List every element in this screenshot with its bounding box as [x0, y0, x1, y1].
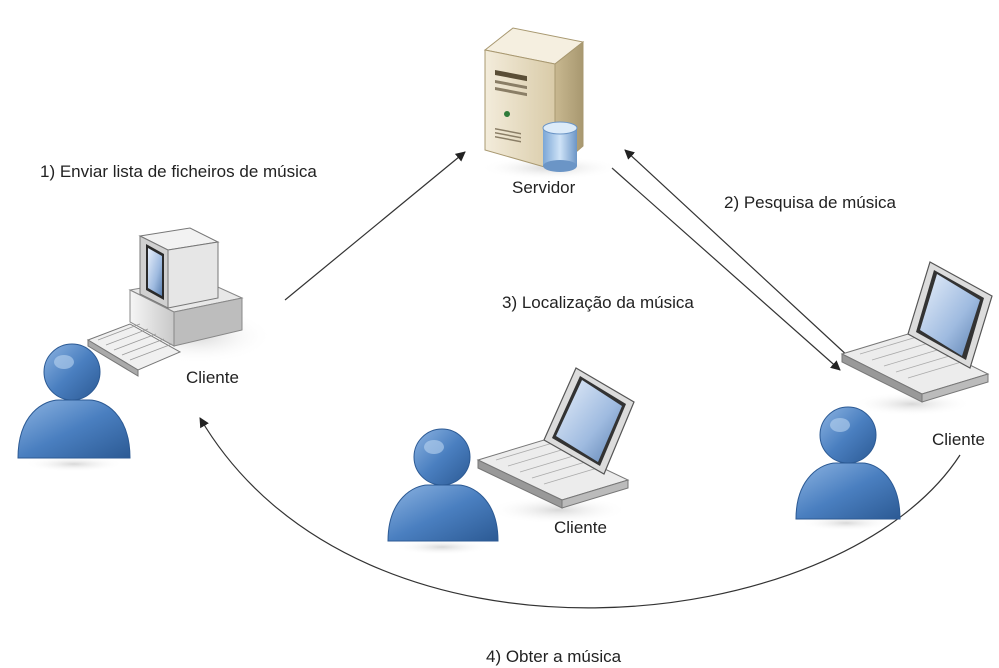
arrow-location — [624, 149, 851, 359]
edge-label-get-music: 4) Obter a música — [486, 647, 622, 666]
user-icon — [795, 406, 901, 531]
edge-label-send-list: 1) Enviar lista de ficheiros de música — [40, 162, 317, 181]
user-icon — [387, 428, 499, 555]
laptop-icon — [476, 367, 635, 524]
laptop-icon — [840, 261, 993, 416]
user-icon — [17, 343, 131, 472]
arrow-send-list — [284, 151, 466, 301]
desktop-client-label: Cliente — [186, 368, 239, 387]
center-client-label: Cliente — [554, 518, 607, 537]
database-icon — [542, 121, 578, 172]
server-label: Servidor — [512, 178, 576, 197]
desktop-computer-icon — [86, 227, 273, 377]
server-icon — [480, 27, 620, 180]
edge-label-search: 2) Pesquisa de música — [724, 193, 896, 212]
right-client-label: Cliente — [932, 430, 985, 449]
edge-label-location: 3) Localização da música — [502, 293, 694, 312]
arrow-search — [611, 167, 841, 371]
